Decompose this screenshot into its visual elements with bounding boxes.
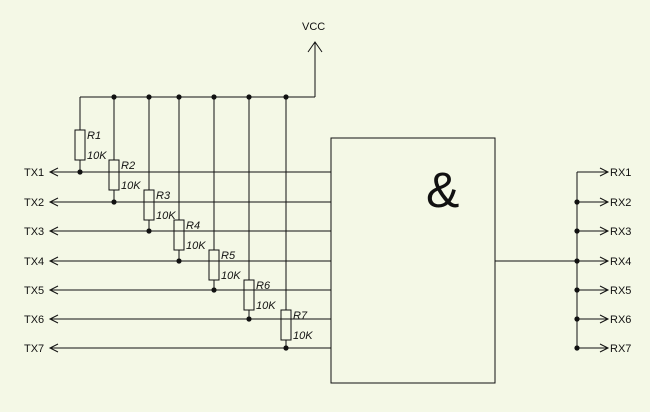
vcc-arrow <box>307 41 323 53</box>
r2-ref-label: R2 <box>121 160 135 172</box>
rx6-junction <box>574 316 580 322</box>
resistor-r4 <box>173 219 185 251</box>
r7-value-label: 10K <box>293 330 313 342</box>
r5-value-label: 10K <box>221 270 241 282</box>
r3-value-label: 10K <box>156 210 176 222</box>
r6-ref-label: R6 <box>256 280 271 292</box>
tx2-arrow <box>48 197 59 207</box>
tx4-arrow <box>48 256 59 266</box>
vcc-junction-4 <box>176 94 182 100</box>
rx5-arrow <box>599 285 610 295</box>
resistor-r6 <box>243 279 255 311</box>
tx6-label: TX6 <box>24 314 44 326</box>
rx2-arrow <box>599 197 610 207</box>
tx1-arrow <box>48 167 59 177</box>
rx6-label: RX6 <box>610 314 631 326</box>
rx6-arrow <box>599 314 610 324</box>
r2-value-label: 10K <box>121 180 141 192</box>
rx5-junction <box>574 287 580 293</box>
tx5-label: TX5 <box>24 285 44 297</box>
resistor-r1 <box>74 129 86 161</box>
tx2-label: TX2 <box>24 197 44 209</box>
rx3-arrow <box>599 226 610 236</box>
rx3-junction <box>574 228 580 234</box>
rx1-label: RX1 <box>610 167 631 179</box>
resistor-r3 <box>143 189 155 221</box>
tx3-label: TX3 <box>24 226 44 238</box>
resistor-r2 <box>108 159 120 191</box>
vcc-junction-2 <box>111 94 117 100</box>
rx7-label: RX7 <box>610 343 631 355</box>
vcc-junction-6 <box>246 94 252 100</box>
tx4-label: TX4 <box>24 256 44 268</box>
rx4-label: RX4 <box>610 256 631 268</box>
rx2-label: RX2 <box>610 197 631 209</box>
tx3-arrow <box>48 226 59 236</box>
r7-ref-label: R7 <box>293 310 308 322</box>
schematic-elements: R1 10K R2 10K R3 10K R4 10K R5 10K R6 10K R7 10K TX1TX… <box>24 94 631 355</box>
vcc-junction-7 <box>283 94 289 100</box>
tx5-arrow <box>48 285 59 295</box>
r5-ref-label: R5 <box>221 250 236 262</box>
rx3-label: RX3 <box>610 226 631 238</box>
rx4-junction <box>574 258 580 264</box>
tx1-label: TX1 <box>24 167 44 179</box>
r1-ref-label: R1 <box>87 130 101 142</box>
vcc-label: VCC <box>302 21 325 33</box>
tx7-label: TX7 <box>24 343 44 355</box>
r6-value-label: 10K <box>256 300 276 312</box>
r1-value-label: 10K <box>87 150 107 162</box>
rx1-arrow <box>599 167 610 177</box>
tx7-arrow <box>48 343 59 353</box>
rx4-arrow <box>599 256 610 266</box>
r4-value-label: 10K <box>186 240 206 252</box>
vcc-junction-5 <box>211 94 217 100</box>
rx2-junction <box>574 199 580 205</box>
vcc-junction-3 <box>146 94 152 100</box>
resistor-r7 <box>280 309 292 341</box>
r4-ref-label: R4 <box>186 220 200 232</box>
rx7-arrow <box>599 343 610 353</box>
tx6-arrow <box>48 314 59 324</box>
and-gate-box <box>330 137 496 384</box>
rx7-junction <box>574 345 580 351</box>
rx5-label: RX5 <box>610 285 631 297</box>
resistor-r5 <box>208 249 220 281</box>
r3-ref-label: R3 <box>156 190 171 202</box>
and-gate-symbol: & <box>426 162 459 218</box>
